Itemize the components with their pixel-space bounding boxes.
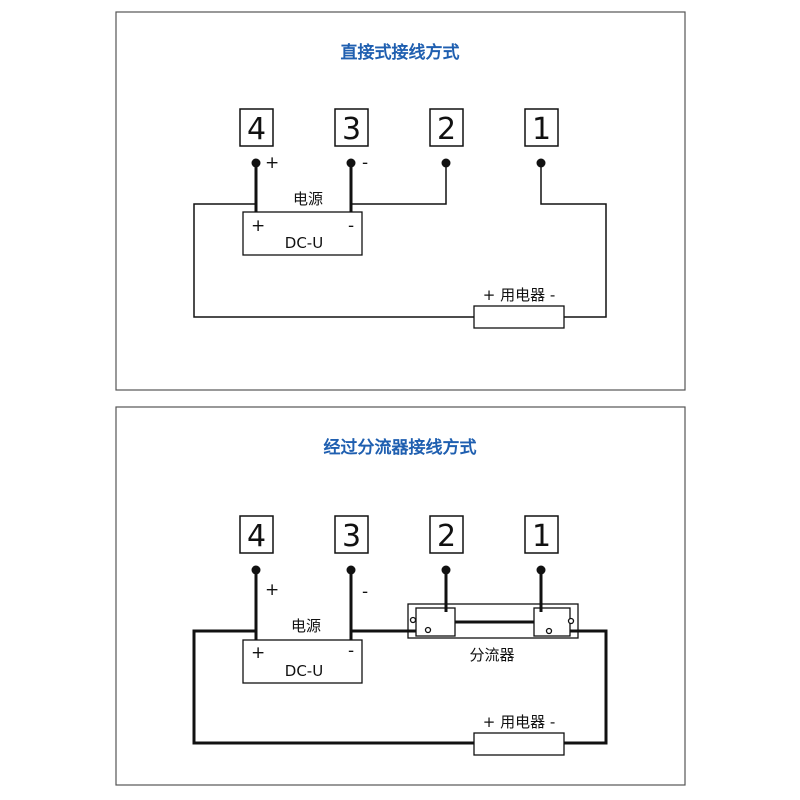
terminal-1-label: 1 bbox=[532, 112, 551, 147]
terminal-3-label: 3 bbox=[342, 112, 361, 147]
terminal-2-label: 2 bbox=[437, 112, 456, 147]
terminal-2-box bbox=[429, 108, 464, 147]
shunt-screw bbox=[409, 616, 417, 624]
terminal-plus-sign: + bbox=[265, 580, 279, 600]
diagram-title: 直接式接线方式 bbox=[341, 42, 460, 63]
terminal-3-label: 3 bbox=[342, 519, 361, 554]
power-plus-sign: + bbox=[251, 643, 265, 663]
wire-shunt-to-load bbox=[564, 629, 608, 745]
diagram-direct: 直接式接线方式 4 3 2 1 + - 电源 + - DC-U + 用电器 - bbox=[115, 11, 686, 391]
wire-terminal-1 bbox=[540, 165, 607, 318]
terminal-4-box bbox=[239, 108, 274, 147]
terminal-1-dot bbox=[536, 158, 546, 168]
shunt-screw bbox=[545, 627, 553, 635]
terminal-1-box bbox=[524, 515, 559, 554]
panel-direct bbox=[115, 11, 686, 391]
terminal-plus-sign: + bbox=[265, 153, 279, 173]
terminal-2-dot bbox=[441, 158, 451, 168]
wire-terminal-2 bbox=[351, 165, 447, 205]
terminal-4-dot bbox=[251, 565, 261, 575]
terminal-4-box bbox=[239, 515, 274, 554]
power-supply-box bbox=[242, 639, 363, 684]
power-supply-box bbox=[242, 211, 363, 256]
diagram-shunt: 经过分流器接线方式 4 3 2 1 + - 分流器 bbox=[115, 406, 686, 786]
terminal-minus-sign: - bbox=[362, 153, 368, 173]
terminal-1-box bbox=[524, 108, 559, 147]
power-label: 电源 bbox=[293, 190, 323, 208]
terminal-3-box bbox=[334, 108, 369, 147]
terminal-3-box bbox=[334, 515, 369, 554]
power-type-label: DC-U bbox=[285, 234, 323, 252]
terminal-4-label: 4 bbox=[247, 112, 266, 147]
panel-shunt bbox=[115, 406, 686, 786]
terminal-minus-sign: - bbox=[362, 582, 368, 602]
terminal-4-label: 4 bbox=[247, 519, 266, 554]
terminal-3-dot bbox=[346, 158, 356, 168]
power-type-label: DC-U bbox=[285, 662, 323, 680]
terminal-3-dot bbox=[346, 565, 356, 575]
terminal-2-label: 2 bbox=[437, 519, 456, 554]
terminal-1-label: 1 bbox=[532, 519, 551, 554]
load-label: + 用电器 - bbox=[483, 713, 556, 731]
terminal-1-dot bbox=[536, 565, 546, 575]
power-label: 电源 bbox=[291, 617, 321, 635]
load-box bbox=[473, 305, 565, 329]
power-minus-sign: - bbox=[348, 216, 354, 236]
diagram-title: 经过分流器接线方式 bbox=[324, 437, 477, 458]
shunt-label: 分流器 bbox=[469, 646, 514, 664]
wire-loop-left bbox=[193, 203, 474, 318]
shunt-screw bbox=[567, 617, 575, 625]
wire-loop-left bbox=[192, 629, 474, 745]
terminal-4-dot bbox=[251, 158, 261, 168]
terminal-2-box bbox=[429, 515, 464, 554]
load-label: + 用电器 - bbox=[483, 286, 556, 304]
power-plus-sign: + bbox=[251, 216, 265, 236]
shunt-left-block bbox=[415, 607, 456, 637]
power-minus-sign: - bbox=[348, 641, 354, 661]
shunt-screw bbox=[424, 626, 432, 634]
terminal-2-dot bbox=[441, 565, 451, 575]
load-box bbox=[473, 732, 565, 756]
